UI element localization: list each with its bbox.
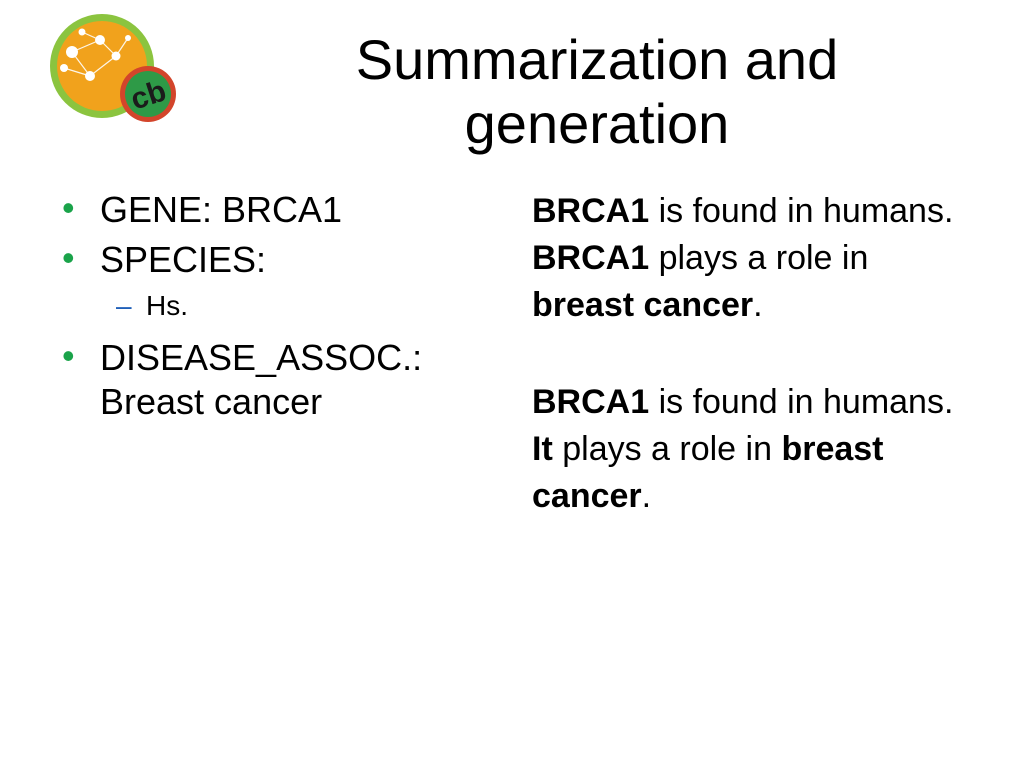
text-run: plays a role in	[649, 239, 869, 277]
cb-logo-icon: cb	[50, 14, 176, 122]
generated-paragraph-2: BRCA1 is found in humans. It plays a rol…	[532, 379, 972, 520]
bullet-gene: • GENE: BRCA1	[62, 188, 492, 232]
slide-title: Summarization and generation	[300, 28, 894, 156]
bullet-dot-icon: •	[62, 187, 75, 228]
bullet-dot-icon: •	[62, 335, 75, 376]
bullet-dot-icon: •	[62, 237, 75, 278]
bullet-disease-line1: DISEASE_ASSOC.:	[100, 337, 423, 378]
gene-name: BRCA1	[532, 192, 650, 230]
text-run: is found in humans.	[649, 383, 954, 421]
disease-name: breast cancer	[532, 430, 884, 515]
pronoun: It	[532, 430, 553, 468]
generated-paragraph-1: BRCA1 is found in humans. BRCA1 plays a …	[532, 188, 972, 329]
sub-bullet-species-value: – Hs.	[62, 288, 492, 324]
disease-name: breast cancer	[532, 286, 754, 324]
bullet-disease: • DISEASE_ASSOC.: Breast cancer	[62, 336, 492, 424]
generated-text-column: BRCA1 is found in humans. BRCA1 plays a …	[532, 188, 972, 570]
bullet-species-text: SPECIES:	[100, 239, 267, 280]
gene-name: BRCA1	[532, 383, 650, 421]
species-value: Hs.	[146, 290, 188, 321]
structured-data-list: • GENE: BRCA1 • SPECIES: – Hs. • DISEASE…	[62, 188, 492, 430]
title-line-1: Summarization and	[355, 28, 839, 91]
text-run: .	[641, 477, 652, 515]
bullet-disease-line2: Breast cancer	[100, 381, 323, 422]
bullet-gene-text: GENE: BRCA1	[100, 189, 343, 230]
text-run: is found in humans.	[649, 192, 954, 230]
text-run: plays a role in	[552, 430, 782, 468]
dash-icon: –	[116, 290, 132, 321]
bullet-species: • SPECIES:	[62, 238, 492, 282]
text-run: .	[753, 286, 763, 324]
title-line-2: generation	[464, 92, 730, 155]
gene-name: BRCA1	[532, 239, 650, 277]
